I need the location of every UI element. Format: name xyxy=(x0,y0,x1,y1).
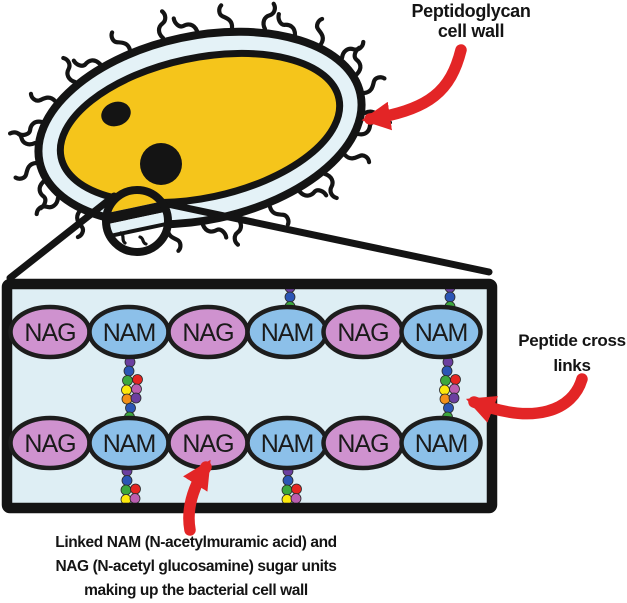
cell-wall-label: Peptidoglycan cell wall xyxy=(371,1,571,41)
red-arrow-to-nag-unit xyxy=(183,459,212,536)
small-dark-granule xyxy=(101,101,131,127)
cytoplasm xyxy=(56,49,344,207)
caption-line3: making up the bacterial cell wall xyxy=(84,582,308,599)
unit-label: NAG xyxy=(182,430,233,458)
lens-wall-band xyxy=(109,209,165,236)
caption-label: Linked NAM (N-acetylmuramic acid) and NA… xyxy=(26,531,366,603)
unit-label: NAG xyxy=(337,430,388,458)
cell-wall-label-line1: Peptidoglycan xyxy=(411,1,531,21)
cross-links-label-line1: Peptide cross xyxy=(518,331,626,350)
unit-label: NAG xyxy=(24,430,75,458)
cell-wall-label-line2: cell wall xyxy=(437,21,505,41)
zoom-callout-line-left xyxy=(6,192,118,282)
caption-line1: Linked NAM (N-acetylmuramic acid) and xyxy=(55,534,337,551)
sugar-units-row-1: NAG NAM NAG NAM NAG NAM xyxy=(8,304,483,360)
unit-label: NAG xyxy=(337,319,388,347)
magnifier-circle xyxy=(102,186,172,256)
bacterium xyxy=(34,27,366,229)
lens-flagellum-squiggle xyxy=(138,235,148,246)
unit-label: NAM xyxy=(415,319,468,347)
large-dark-granule xyxy=(140,143,182,185)
lens-inner-membrane-band xyxy=(109,198,165,226)
unit-label: NAM xyxy=(103,319,156,347)
magnifier-ring xyxy=(102,186,172,256)
unit-label: NAG xyxy=(24,319,75,347)
nam-unit xyxy=(399,415,483,471)
cross-links-label: Peptide cross links xyxy=(512,328,627,378)
unit-label: NAM xyxy=(103,430,156,458)
red-arrow-to-cross-links xyxy=(465,373,588,423)
unit-label: NAG xyxy=(182,319,233,347)
caption-line2: NAG (N-acetyl glucosamine) sugar units xyxy=(55,558,337,575)
red-arrow-to-cell-wall xyxy=(361,44,467,131)
zoom-callout-line-right xyxy=(154,198,493,276)
nam-unit xyxy=(399,304,483,360)
unit-label: NAM xyxy=(261,319,314,347)
unit-label: NAM xyxy=(261,430,314,458)
unit-label: NAM xyxy=(415,430,468,458)
lens-flagellum-squiggle xyxy=(119,231,127,245)
cross-links-label-line2: links xyxy=(553,356,591,375)
